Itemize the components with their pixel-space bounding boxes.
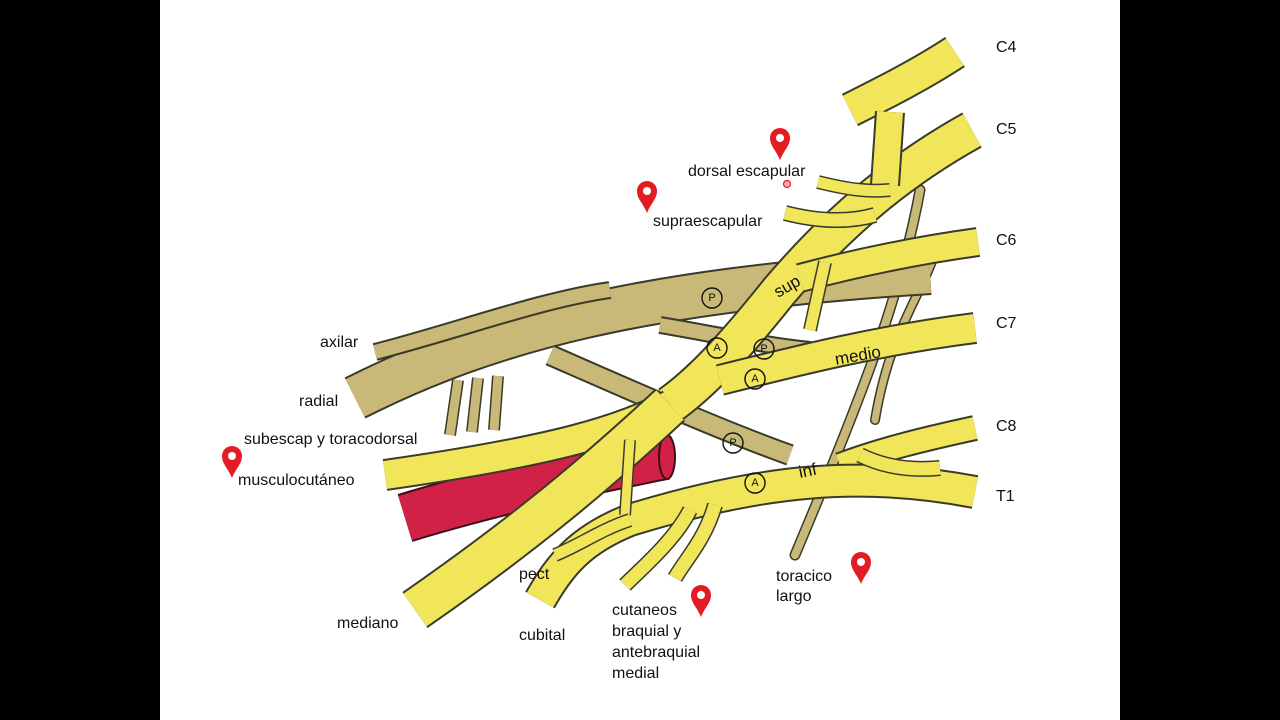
root-label-c6: C6: [996, 232, 1017, 249]
svg-text:P: P: [760, 343, 767, 355]
label-cutaneos-3: antebraquial: [612, 644, 700, 661]
root-label-c4: C4: [996, 39, 1017, 56]
brachial-plexus-diagram: P A P A P A sup medio inf C4 C5 C6 C7 C8…: [160, 0, 1120, 720]
label-supraescapular: supraescapular: [653, 213, 763, 230]
svg-text:A: A: [751, 373, 759, 385]
trunk-label-inferior: inf: [797, 460, 819, 482]
map-pin-icon: [770, 128, 790, 160]
diagram-stage: P A P A P A sup medio inf C4 C5 C6 C7 C8…: [160, 0, 1120, 720]
root-label-t1: T1: [996, 488, 1015, 505]
label-cubital: cubital: [519, 627, 565, 644]
svg-text:P: P: [708, 292, 715, 304]
label-cutaneos-2: braquial y: [612, 623, 681, 640]
svg-text:A: A: [751, 477, 759, 489]
svg-text:P: P: [729, 437, 736, 449]
label-mediano: mediano: [337, 615, 398, 632]
label-musculocutaneo: musculocutáneo: [238, 472, 355, 489]
label-dorsal-escapular: dorsal escapular: [688, 163, 806, 180]
label-pect: pect: [519, 566, 550, 583]
label-radial: radial: [299, 393, 338, 410]
svg-text:A: A: [713, 342, 721, 354]
label-axilar: axilar: [320, 334, 359, 351]
root-label-c8: C8: [996, 418, 1017, 435]
root-label-c5: C5: [996, 121, 1017, 138]
label-subescap: subescap y toracodorsal: [244, 431, 417, 448]
map-pin-icon: [851, 552, 871, 584]
label-cutaneos-1: cutaneos: [612, 602, 677, 619]
cursor-dot: [784, 181, 791, 188]
label-toracico-1: toracico: [776, 568, 832, 585]
map-pin-icon: [637, 181, 657, 213]
label-cutaneos-4: medial: [612, 665, 659, 682]
label-toracico-2: largo: [776, 588, 812, 605]
root-label-c7: C7: [996, 315, 1017, 332]
map-pin-icon: [691, 585, 711, 617]
